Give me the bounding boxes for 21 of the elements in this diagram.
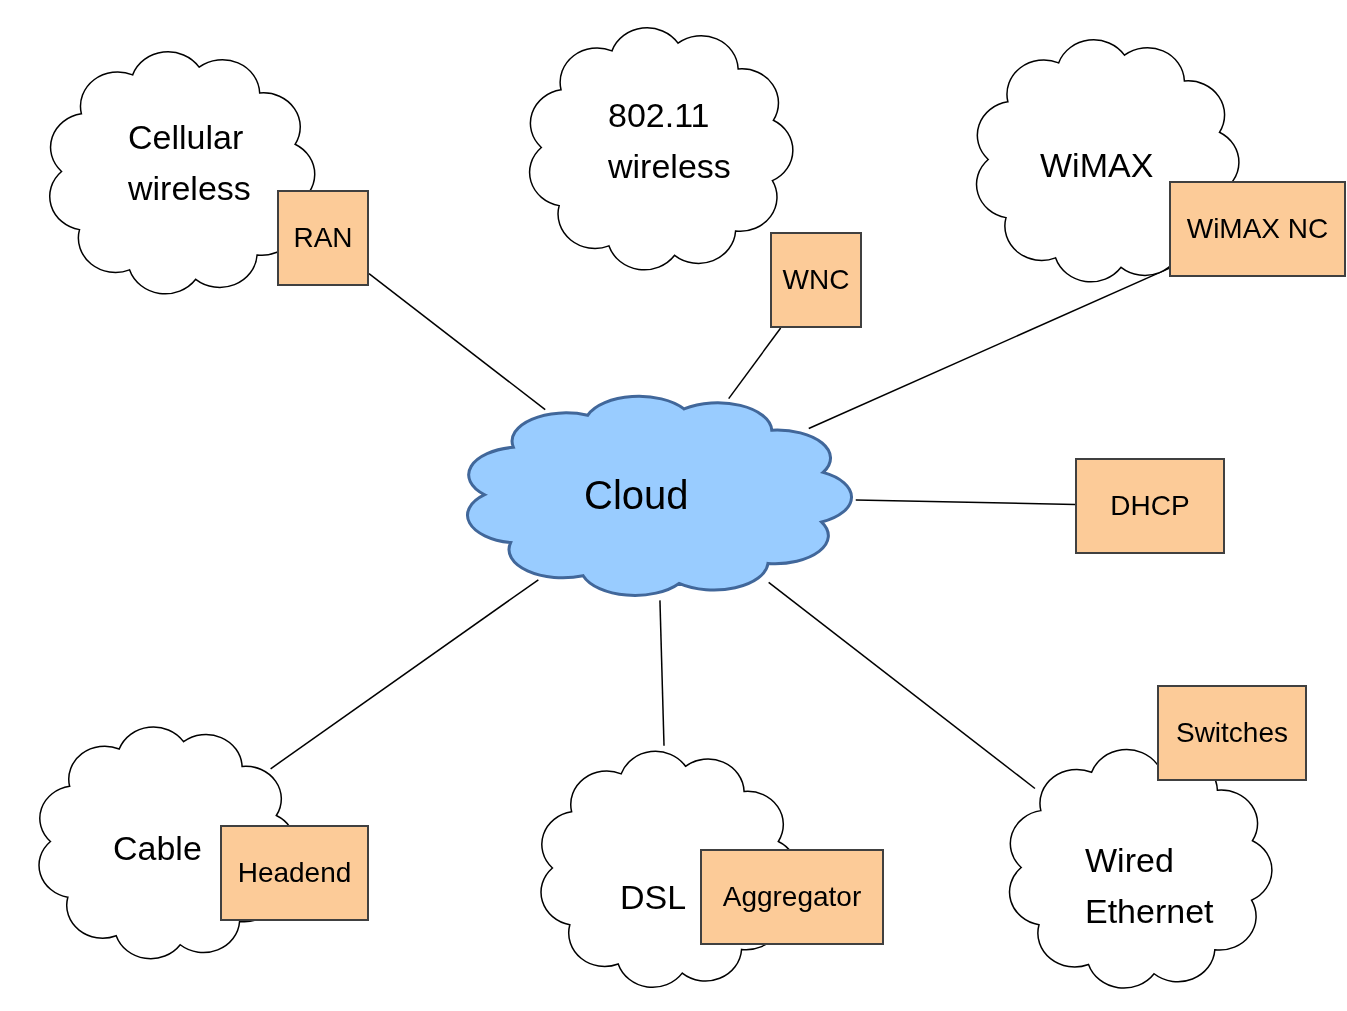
device-label: Aggregator <box>722 881 862 913</box>
network-label: Cloud <box>584 472 690 519</box>
network-label: 802.11 wireless <box>608 95 732 187</box>
connector-line <box>855 499 1076 506</box>
connector-line <box>808 267 1170 430</box>
connector-line <box>659 599 665 747</box>
connector-line <box>727 327 782 400</box>
device-label: WNC <box>782 264 850 296</box>
network-label: DSL <box>620 877 688 918</box>
network-label: Cellular wireless <box>128 117 252 209</box>
network-label: Wired Ethernet <box>1085 840 1215 932</box>
connector-line <box>368 272 546 411</box>
device-label: Switches <box>1175 717 1288 749</box>
device-label: WiMAX NC <box>1186 213 1329 245</box>
device-label: RAN <box>293 222 353 254</box>
device-label: DHCP <box>1110 490 1190 522</box>
device-label: Headend <box>237 857 352 889</box>
connector-line <box>269 579 540 770</box>
network-label: Cable <box>113 828 203 869</box>
network-label: WiMAX <box>1040 145 1155 186</box>
connector-line <box>767 581 1036 790</box>
